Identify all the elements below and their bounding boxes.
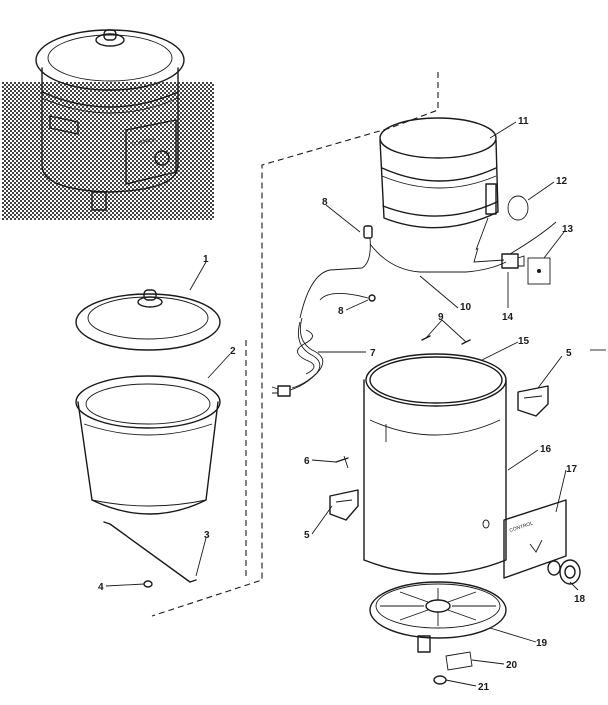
part-foot — [433, 675, 447, 685]
part-lid — [75, 289, 221, 351]
part-switch — [501, 253, 525, 269]
callout-19: 19 — [536, 638, 548, 649]
part-screws — [421, 335, 471, 345]
callout-12: 12 — [556, 176, 568, 187]
callout-2: 2 — [230, 346, 236, 357]
callout-7: 7 — [370, 348, 376, 359]
assembled-body — [41, 67, 179, 193]
callout-8-bottom: 8 — [338, 306, 344, 317]
callout-5-right: 5 — [566, 348, 572, 359]
assembled-lid-knob — [95, 33, 125, 47]
assembled-plate-label: CONTROL — [131, 137, 156, 148]
part-lead-wires — [299, 221, 557, 319]
assembled-control-knob — [154, 150, 170, 166]
part-handle-screw — [335, 455, 349, 469]
callout-8-top: 8 — [322, 197, 328, 208]
callout-16: 16 — [540, 444, 552, 455]
callout-21: 21 — [478, 682, 490, 693]
part-control-knob — [547, 559, 581, 585]
part-wire-bail — [103, 521, 197, 583]
callout-15: 15 — [518, 336, 530, 347]
part-label — [445, 651, 473, 671]
part-liner-ring — [369, 356, 503, 404]
part-mounting-plate — [527, 257, 551, 285]
callout-1: 1 — [203, 254, 209, 265]
part-insulator-disc — [507, 195, 529, 221]
callout-14: 14 — [502, 312, 514, 323]
callout-9: 9 — [438, 312, 444, 323]
part-crock — [75, 375, 221, 515]
callout-11: 11 — [518, 116, 529, 127]
part-wire-connector — [363, 225, 373, 239]
halftone-background — [2, 82, 214, 220]
leader-lines — [105, 121, 606, 687]
callout-4: 4 — [98, 582, 104, 593]
callout-20: 20 — [506, 660, 518, 671]
part-power-cord — [271, 317, 324, 397]
part-outer-shell — [363, 353, 507, 575]
callout-6: 6 — [304, 456, 310, 467]
control-plate-label: CONTROL — [509, 521, 534, 534]
part-heating-element — [379, 117, 499, 251]
assembled-handle — [49, 115, 79, 135]
callout-5-left: 5 — [304, 530, 310, 541]
assembled-control-plate — [125, 119, 177, 185]
part-base — [369, 581, 507, 653]
callout-10: 10 — [460, 302, 472, 313]
part-control-plate: CONTROL — [503, 499, 567, 579]
callout-13: 13 — [562, 224, 574, 235]
assembly-guide-lines — [151, 72, 439, 617]
part-bail-clip — [143, 580, 153, 588]
callout-17: 17 — [566, 464, 578, 475]
callout-3: 3 — [204, 530, 210, 541]
callout-18: 18 — [574, 594, 586, 605]
assembled-foot — [91, 191, 107, 211]
assembled-view-inset: CONTROL — [2, 29, 214, 220]
part-handle-left — [329, 489, 359, 521]
part-handle-right — [517, 385, 549, 417]
part-number-callouts: 1 2 3 4 5 5 6 7 8 8 9 10 11 12 13 14 15 … — [98, 116, 586, 693]
